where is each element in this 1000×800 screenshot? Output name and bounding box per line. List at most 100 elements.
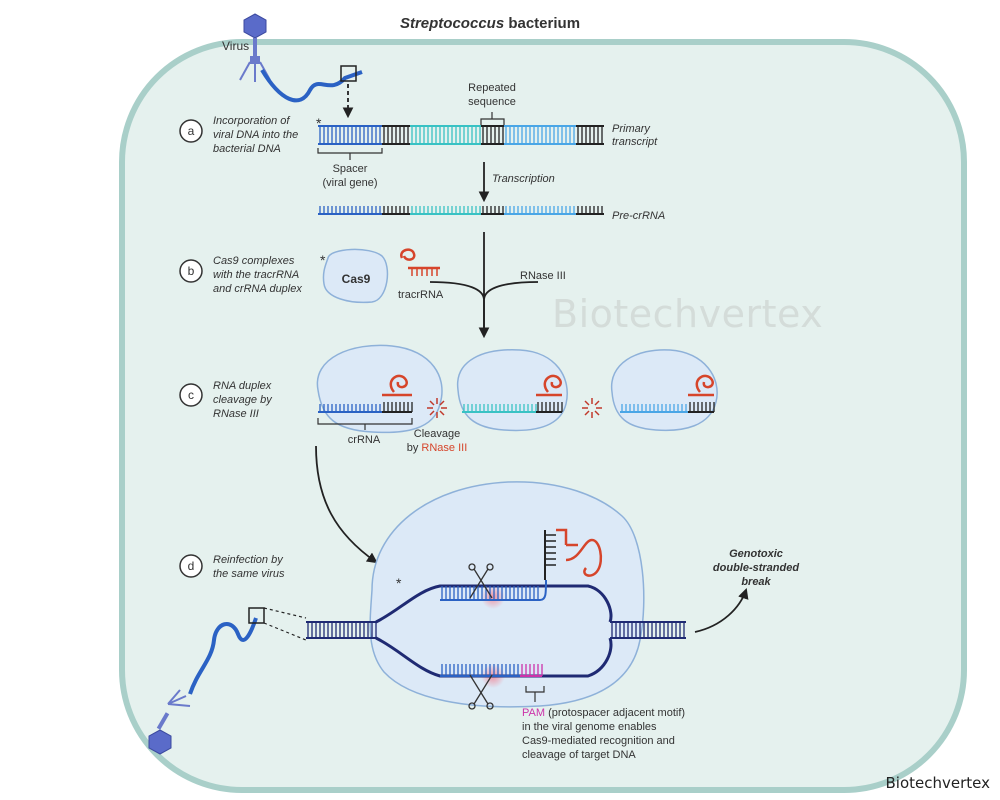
spacer-segment: [318, 206, 382, 215]
svg-text:d: d: [188, 559, 195, 573]
tracrrna-loop: [389, 374, 408, 393]
repeated-label: Repeated: [468, 82, 516, 94]
pam-site: [520, 664, 543, 677]
break-arrow: [694, 587, 749, 633]
spacer-label: Spacer: [333, 163, 368, 175]
tracrrna-label: tracrRNA: [398, 289, 444, 301]
tracrrna-loop: [695, 374, 714, 393]
crrna-label: crRNA: [348, 434, 381, 446]
reinfecting-virus-icon: [148, 689, 191, 755]
asterisk-d: *: [396, 575, 402, 591]
pre-crrna-label: Pre-crRNA: [612, 210, 665, 222]
tracrrna-loop: [543, 374, 562, 393]
spacer-segment: [410, 125, 481, 145]
step-a: a Incorporation of viral DNA into the ba…: [179, 115, 298, 155]
pam-line-1: PAM (protospacer adjacent motif): [522, 707, 685, 719]
complex-1: [316, 344, 443, 434]
pre-crrna-strand: [318, 206, 604, 215]
scissors-icon-top: [468, 563, 494, 599]
reinfecting-zoom-box: [248, 607, 265, 624]
target-dna-right: [610, 621, 686, 639]
curved-arrow-c-to-d: [315, 445, 378, 564]
asterisk-b: *: [320, 252, 326, 268]
crrna-repeat-strand: [536, 402, 563, 413]
svg-text:Reinfection by: Reinfection by: [213, 554, 284, 566]
viral-dna-strand: [260, 68, 363, 103]
svg-text:viral DNA into the: viral DNA into the: [213, 129, 298, 141]
spacer-segment: [504, 206, 576, 215]
repeat-segment: [382, 125, 410, 145]
sgrna-hairpin: [544, 528, 603, 580]
spacer-bracket: [317, 148, 383, 160]
repeat-segment: [576, 125, 604, 145]
cleavage-by-label: by RNase III: [407, 442, 468, 454]
guide-rna-target-pairing: [440, 586, 540, 601]
svg-text:c: c: [188, 388, 194, 402]
credit-text: Biotechvertex: [885, 774, 991, 792]
crrna-spacer-strand: [318, 404, 382, 413]
svg-text:b: b: [188, 264, 195, 278]
crrna-duplex-1: [318, 374, 413, 413]
crrna-spacer-strand: [620, 404, 688, 413]
svg-text:and crRNA duplex: and crRNA duplex: [213, 283, 302, 295]
cas9-protein: [322, 248, 389, 304]
crrna-duplex-2: [462, 374, 563, 413]
complex-2: [457, 349, 568, 432]
genotoxic-sublabel: double-stranded: [713, 562, 799, 574]
reinfecting-viral-dna: [188, 617, 258, 695]
primary-transcript-sublabel: transcript: [612, 136, 658, 148]
virus-icon: [239, 13, 271, 82]
repeat-segment: [576, 206, 604, 215]
svg-text:with the tracrRNA: with the tracrRNA: [213, 269, 299, 281]
figure-title: Streptococcus bacterium: [400, 15, 580, 32]
genotoxic-break-label: break: [741, 576, 771, 588]
zoom-line-bottom: [263, 622, 307, 641]
virus-label: Virus: [222, 39, 249, 53]
target-dna-left: [306, 621, 377, 639]
svg-text:RNase III: RNase III: [213, 408, 259, 420]
cleavage-star-1: [427, 398, 447, 418]
spacer-segment: [504, 125, 576, 145]
repeat-segment: [382, 206, 410, 215]
pam-line-2: in the viral genome enables: [522, 721, 657, 733]
complex-3: [610, 349, 718, 432]
guide-rna-link: [539, 579, 547, 601]
crispr-array: [318, 125, 604, 145]
spacer-segment: [410, 206, 481, 215]
repeated-sublabel: sequence: [468, 96, 516, 108]
cas9-target-complex: [369, 481, 645, 708]
cleavage-label: Cleavage: [414, 428, 460, 440]
pam-bracket: [525, 686, 545, 702]
target-dna-bubble: [306, 579, 686, 678]
rnase-label: RNase III: [520, 270, 566, 282]
repeat-segment: [481, 125, 504, 145]
step-c: c RNA duplex cleavage by RNase III: [179, 380, 273, 420]
svg-text:cleavage by: cleavage by: [213, 394, 273, 406]
cleavage-star-2: [582, 398, 602, 418]
scissors-icon-bottom: [468, 674, 494, 710]
crrna-spacer-strand: [462, 404, 537, 413]
genotoxic-label: Genotoxic: [729, 548, 783, 560]
svg-text:Incorporation of: Incorporation of: [213, 115, 290, 127]
asterisk-a: *: [316, 115, 322, 131]
svg-text:bacterial DNA: bacterial DNA: [213, 143, 281, 155]
crrna-repeat-strand: [688, 402, 715, 413]
spacer-sublabel: (viral gene): [322, 177, 377, 189]
cas9-label: Cas9: [342, 272, 371, 286]
repeat-segment: [481, 206, 504, 215]
svg-text:Cas9 complexes: Cas9 complexes: [213, 255, 295, 267]
svg-text:the same virus: the same virus: [213, 568, 285, 580]
crrna-repeat-strand: [382, 402, 413, 413]
step-b: b Cas9 complexes with the tracrRNA and c…: [179, 255, 302, 295]
step-d: d Reinfection by the same virus: [179, 554, 285, 580]
target-strand-top: [375, 584, 613, 624]
crrna-duplex-3: [620, 374, 715, 413]
spacer-segment: [318, 125, 382, 145]
tracrrna-icon: [400, 248, 440, 276]
svg-text:a: a: [188, 124, 195, 138]
complementary-strand: [440, 664, 520, 677]
primary-transcript-label: Primary: [612, 123, 651, 135]
crrna-duplexes: [318, 374, 715, 413]
repeated-bracket: [480, 112, 505, 125]
